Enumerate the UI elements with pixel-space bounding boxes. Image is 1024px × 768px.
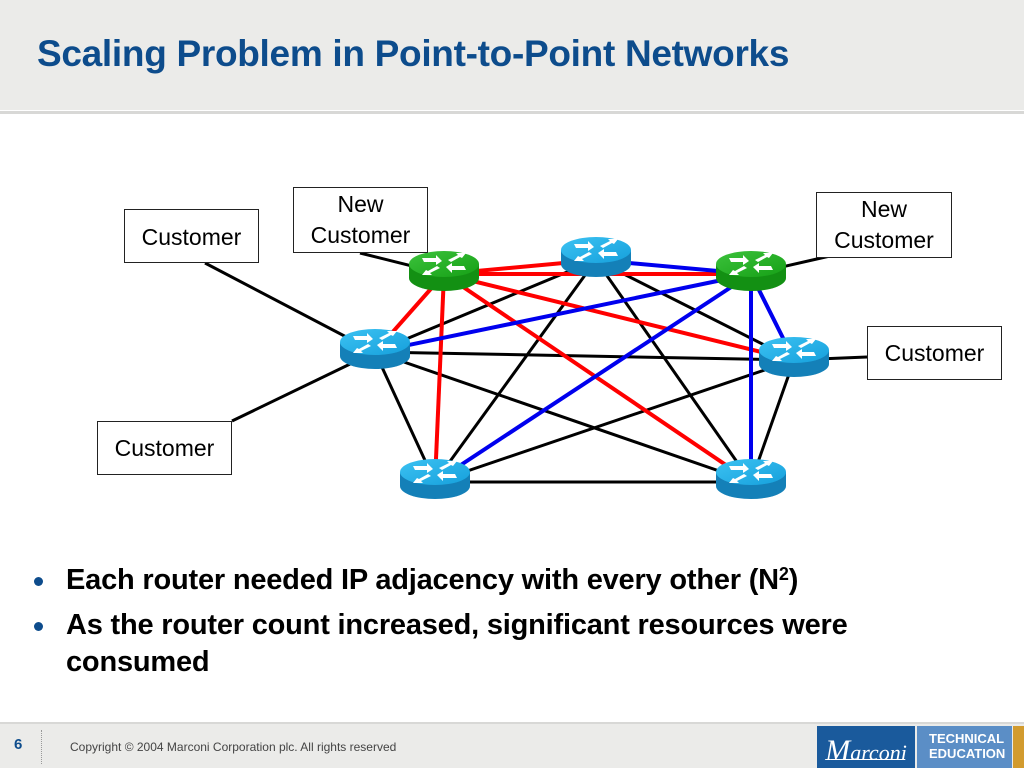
badge-line2: EDUCATION [929,746,1006,761]
customer-box-top-left: Customer [124,209,259,263]
link-red-GL-BL [433,273,446,483]
link-black-TC-BL [433,259,598,483]
link-blue-GR-BL [433,272,753,484]
customer-label-line1: New [337,191,384,217]
router-arrows-icon [422,253,466,275]
technical-education-badge: TECHNICAL EDUCATION [917,726,1012,768]
bullet-item: As the router count increased, significa… [34,607,946,681]
customer-label: Customer [141,224,242,250]
page-separator [41,730,42,764]
customer-box-right: Customer [867,326,1002,380]
bullet-item: Each router needed IP adjacency with eve… [34,562,964,599]
customer-label: Customer [884,340,985,366]
copyright-text: Copyright © 2004 Marconi Corporation plc… [70,740,397,754]
bullet-dot-icon [34,577,43,586]
link-black-L-BR [374,350,752,484]
bullet-tail: ) [788,564,799,596]
logo-capital: M [825,734,851,767]
accent-stripe [1013,726,1024,768]
new-router-icon [409,251,479,291]
link-black-R-BL [434,358,795,484]
badge-line1: TECHNICAL [929,731,1005,746]
new-customer-box-right: New Customer [816,192,952,258]
router-icon [759,337,829,377]
new-customer-box-left: New Customer [293,187,428,253]
bullet-superscript: 2 [778,564,789,584]
router-arrows-icon [413,461,457,483]
header-divider [0,111,1024,114]
customer-label-line2: Customer [834,227,934,253]
logo-rest: arconi [850,740,907,765]
router-icon [400,459,470,499]
router-arrows-icon [729,253,773,275]
link-blue-GR-L [374,272,752,354]
footer-divider [0,722,1024,724]
link-red-GL-R [443,272,795,362]
customer-label-line2: Customer [310,222,411,248]
link-black-L-R [374,350,795,362]
customer-label-line1: New [860,196,907,222]
link-black-TC-BR [594,259,753,483]
customer-box-bottom-left: Customer [97,421,232,475]
slide-title: Scaling Problem in Point-to-Point Networ… [37,33,790,74]
router-arrows-icon [574,239,618,261]
router-arrows-icon [772,339,816,361]
bullet-text: As the router count increased, significa… [66,609,848,678]
customer-label: Customer [114,435,215,461]
title-bar [0,0,1024,110]
bullet-text: Each router needed IP adjacency with eve… [66,564,779,596]
logo-text: Marconi [817,734,915,768]
bullet-list: Each router needed IP adjacency with eve… [34,562,964,689]
link-red-GL-BR [442,272,753,484]
router-arrows-icon [353,331,397,353]
router-icon [561,237,631,277]
router-arrows-icon [729,461,773,483]
logo-underline [831,759,905,760]
router-icon [340,329,410,369]
bullet-dot-icon [34,622,43,631]
router-icon [716,459,786,499]
marconi-logo: Marconi [817,726,915,768]
new-router-icon [716,251,786,291]
page-number: 6 [14,736,23,753]
